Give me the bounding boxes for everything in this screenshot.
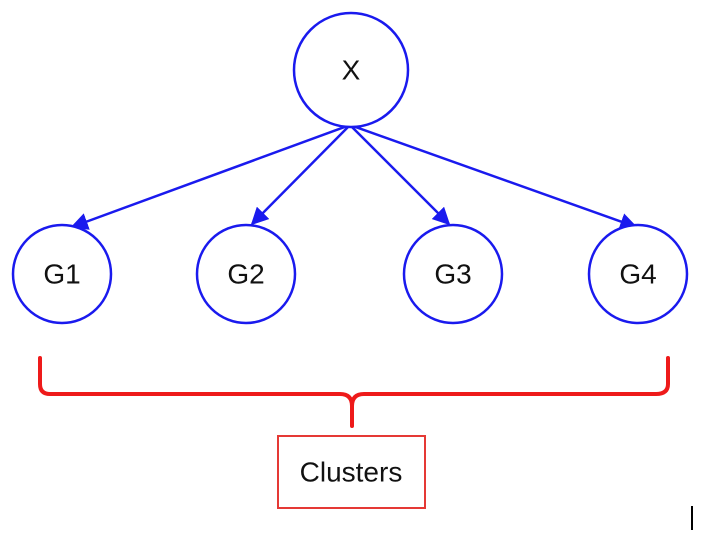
child-node-g3: G3 — [402, 223, 504, 325]
edge-x-to-g1 — [70, 123, 351, 230]
cluster-brace — [38, 356, 670, 428]
child-node-label: G4 — [619, 259, 656, 290]
root-node-label: X — [342, 55, 361, 86]
child-node-label: G3 — [434, 259, 471, 290]
edge-x-to-g2 — [250, 124, 351, 226]
child-node-g2: G2 — [195, 223, 297, 325]
edge-x-to-g4 — [349, 123, 638, 230]
edge-x-to-g3 — [349, 124, 451, 226]
cluster-label: Clusters — [277, 435, 426, 509]
child-node-label: G2 — [227, 259, 264, 290]
cluster-label-text: Clusters — [300, 457, 403, 488]
root-node: X — [292, 11, 410, 129]
child-node-label: G1 — [43, 259, 80, 290]
child-node-g1: G1 — [11, 223, 113, 325]
child-node-g4: G4 — [587, 223, 689, 325]
